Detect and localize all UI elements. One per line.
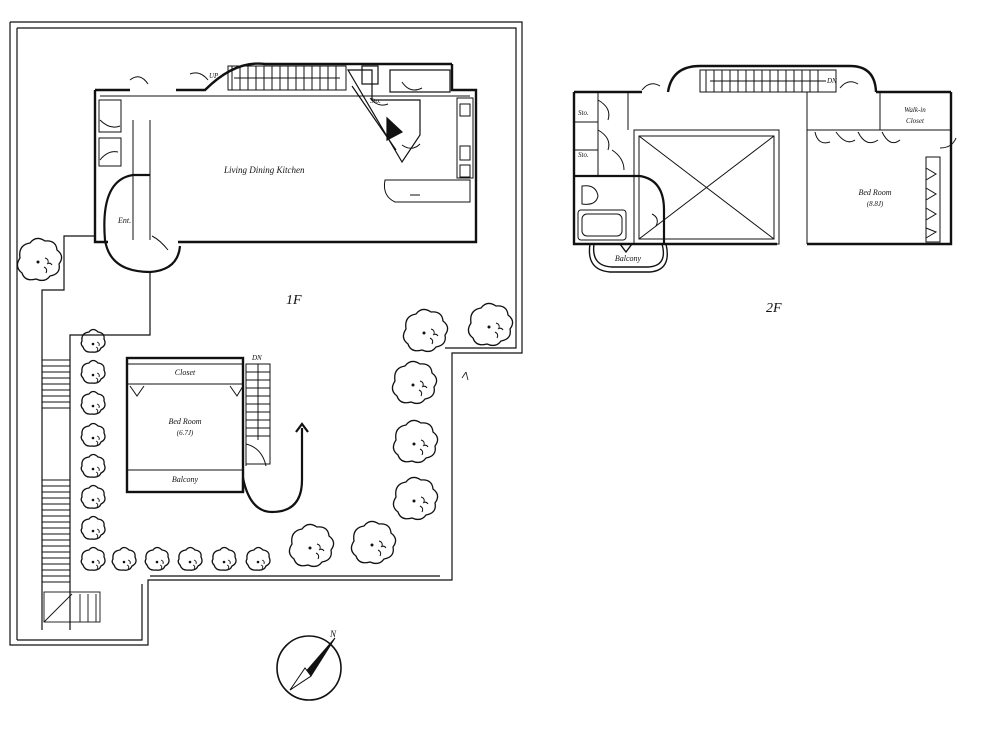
bedroom-stair-dn-mark: DN	[252, 354, 262, 362]
walkin-closet-label-line2: Closet	[906, 117, 924, 125]
bedroom-1f-closet-label: Closet	[174, 368, 196, 377]
storage-1-label: Sto.	[578, 109, 589, 117]
second-floor-stair	[699, 69, 837, 93]
walkway	[41, 235, 151, 630]
ldk-sto-label: Sto.	[370, 97, 381, 105]
bedroom-2f-label: Bed Room	[858, 188, 892, 197]
ldk-inner	[98, 95, 474, 240]
curved-ramp	[241, 422, 309, 514]
ldk-stair	[227, 65, 347, 91]
ldk-label: Living Dining Kitchen	[224, 165, 305, 175]
small-mark	[461, 371, 469, 381]
kitchen-counter	[346, 65, 451, 164]
storage-2-label: Sto.	[578, 151, 589, 159]
entrance-label: Ent.	[118, 216, 132, 225]
second-floor-inner	[574, 81, 957, 245]
approach-steps	[42, 359, 101, 623]
balcony-2f-label: Balcony	[614, 254, 642, 263]
second-floor-bath	[574, 174, 666, 244]
bathtub	[577, 185, 658, 241]
compass-icon	[276, 635, 342, 701]
compass-north-mark: N	[330, 629, 337, 639]
entrance	[103, 173, 182, 274]
bedroom-2f-size: (8.8J)	[866, 200, 884, 208]
ldk-walls	[93, 62, 478, 244]
second-floor-walls	[572, 64, 953, 246]
bedroom-1f	[125, 356, 245, 494]
bedroom-stair	[245, 363, 271, 465]
floor-label-2f: 2F	[766, 301, 782, 316]
walkin-closet-label-line1: Walk-in	[904, 106, 926, 114]
ldk-doors	[99, 72, 423, 251]
second-floor-balcony	[588, 243, 668, 273]
ldk-up-mark: UP	[209, 72, 219, 80]
stair-2f-dn-mark: DN	[827, 77, 837, 85]
bedroom-1f-label: Bed Room	[168, 417, 202, 426]
site-boundary	[9, 21, 523, 646]
bedroom-1f-balcony-label: Balcony	[171, 475, 199, 484]
floor-label-1f: 1F	[286, 293, 302, 308]
bedroom-1f-size: (6.7J)	[176, 429, 194, 437]
